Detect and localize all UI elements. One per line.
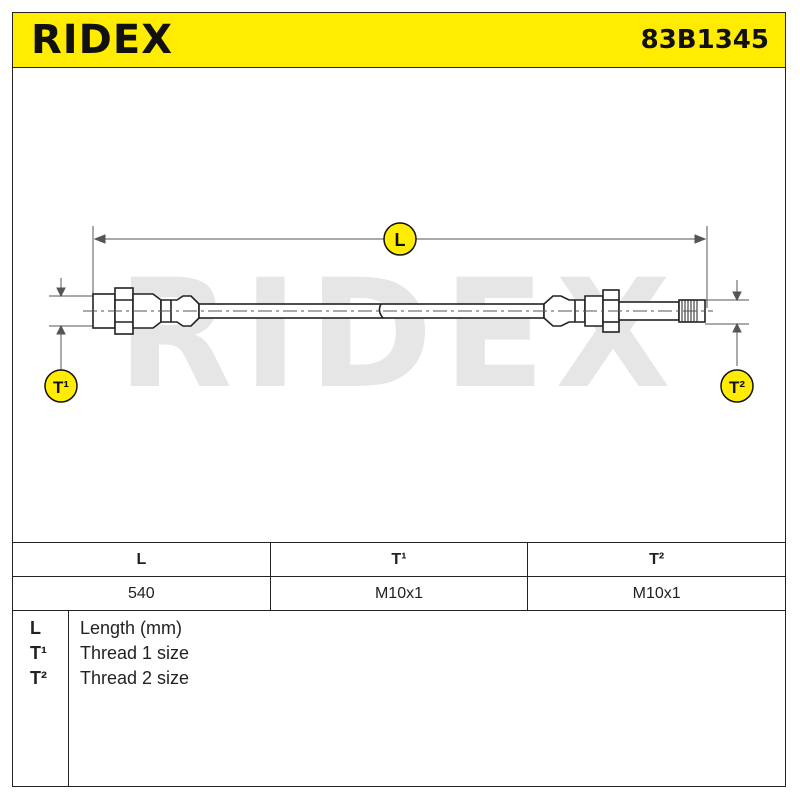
legend-description: Thread 2 size xyxy=(80,668,190,688)
spec-table-value-row: 540 M10x1 M10x1 xyxy=(12,576,786,611)
legend: L Length (mm) T¹ Thread 1 size T² Thread… xyxy=(12,610,786,787)
callout-thread1: T¹ xyxy=(44,369,78,403)
callout-thread1-label: T¹ xyxy=(53,378,69,397)
legend-key: T¹ xyxy=(30,643,47,663)
spec-value-thread2: M10x1 xyxy=(527,576,786,611)
legend-key: L xyxy=(30,618,41,638)
callout-length-label: L xyxy=(395,230,406,250)
legend-description: Thread 1 size xyxy=(80,643,190,663)
hose-drawing: RIDEX xyxy=(44,222,754,422)
spec-table-header-row: L T¹ T² xyxy=(12,542,786,577)
watermark: RIDEX xyxy=(117,248,681,422)
spec-table: L T¹ T² 540 M10x1 M10x1 xyxy=(12,542,786,611)
legend-description: Length (mm) xyxy=(80,618,183,638)
spec-header-length: L xyxy=(12,542,271,577)
legend-item: T² Thread 2 size xyxy=(12,668,786,692)
spec-value-length: 540 xyxy=(12,576,271,611)
brand-logo: RIDEX xyxy=(31,17,174,63)
spec-value-thread1: M10x1 xyxy=(269,576,529,611)
legend-item: T¹ Thread 1 size xyxy=(12,643,786,667)
thread2-dimension xyxy=(705,280,749,366)
callout-thread2-label: T² xyxy=(729,378,745,397)
document-frame xyxy=(12,12,786,787)
spec-header-thread1: T¹ xyxy=(269,542,529,577)
part-number: 83B1345 xyxy=(640,25,769,55)
header-bar: RIDEX 83B1345 xyxy=(12,12,786,68)
callout-thread2: T² xyxy=(720,369,754,403)
callout-length: L xyxy=(383,222,417,256)
legend-divider xyxy=(68,610,69,787)
legend-key: T² xyxy=(30,668,47,688)
spec-header-thread2: T² xyxy=(527,542,786,577)
legend-item: L Length (mm) xyxy=(12,618,786,642)
